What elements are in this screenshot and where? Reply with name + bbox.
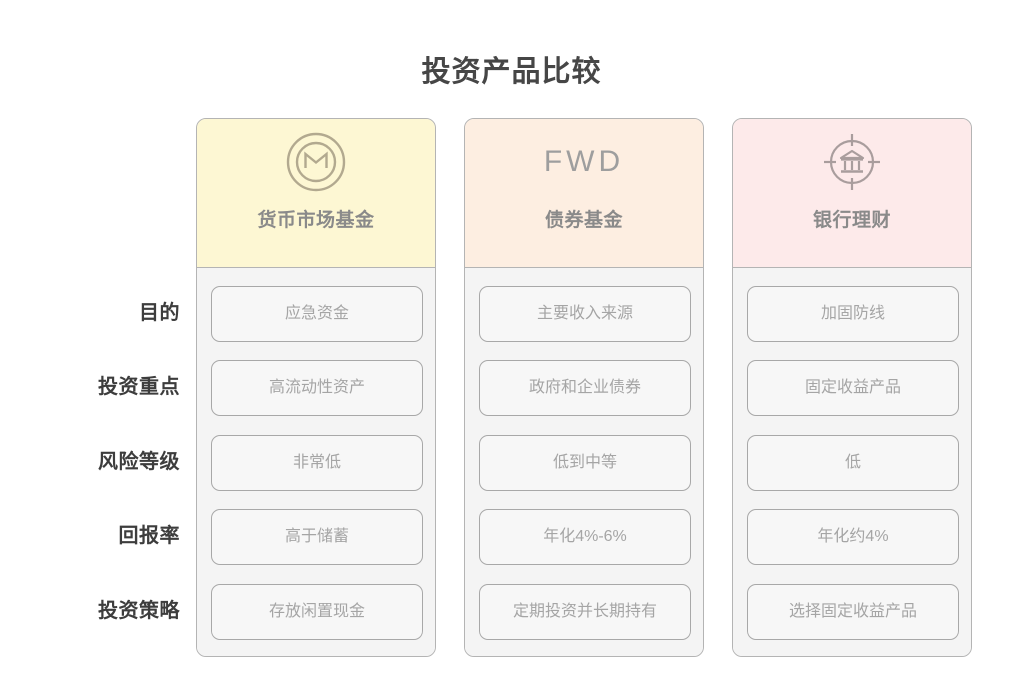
product-card-bank-wealth[interactable]: 银行理财 加固防线 固定收益产品 低 年化约4% 选择固定收益产品 <box>732 118 972 657</box>
cell-bond-fund-risk: 低到中等 <box>479 435 691 491</box>
card-body-bank-wealth: 加固防线 固定收益产品 低 年化约4% 选择固定收益产品 <box>733 268 971 656</box>
row-label-return: 回报率 <box>118 525 180 547</box>
product-card-bond-fund[interactable]: FWD 债券基金 主要收入来源 政府和企业债券 低到中等 年化4%-6% 定期投… <box>464 118 704 657</box>
cell-money-market-risk: 非常低 <box>211 435 423 491</box>
card-title-bank-wealth: 银行理财 <box>812 210 891 231</box>
fwd-logo-text: FWD <box>543 145 625 178</box>
product-card-money-market[interactable]: 货币市场基金 应急资金 高流动性资产 非常低 高于储蓄 存放闲置现金 <box>196 118 436 657</box>
cell-bond-fund-focus: 政府和企业债券 <box>479 360 691 416</box>
row-label-column: 目的 投资重点 风险等级 回报率 投资策略 <box>0 118 180 658</box>
cell-money-market-return: 高于储蓄 <box>211 509 423 565</box>
coin-m-icon <box>285 119 347 205</box>
cell-money-market-purpose: 应急资金 <box>211 286 423 342</box>
row-label-purpose: 目的 <box>139 302 180 324</box>
cell-bond-fund-return: 年化4%-6% <box>479 509 691 565</box>
card-title-money-market: 货币市场基金 <box>257 210 375 231</box>
cell-bond-fund-strategy: 定期投资并长期持有 <box>479 584 691 640</box>
cell-bank-wealth-focus: 固定收益产品 <box>747 360 959 416</box>
bank-target-icon-svg <box>824 134 880 190</box>
row-label-strategy: 投资策略 <box>98 600 180 622</box>
card-title-bond-fund: 债券基金 <box>544 210 623 231</box>
cell-money-market-strategy: 存放闲置现金 <box>211 584 423 640</box>
cell-bond-fund-purpose: 主要收入来源 <box>479 286 691 342</box>
cell-bank-wealth-strategy: 选择固定收益产品 <box>747 584 959 640</box>
card-body-money-market: 应急资金 高流动性资产 非常低 高于储蓄 存放闲置现金 <box>197 268 435 656</box>
cell-bank-wealth-purpose: 加固防线 <box>747 286 959 342</box>
card-header-money-market: 货币市场基金 <box>197 119 435 268</box>
card-header-bond-fund: FWD 债券基金 <box>465 119 703 268</box>
fwd-text-logo: FWD <box>544 119 624 205</box>
coin-m-icon-svg <box>286 132 346 192</box>
cell-money-market-focus: 高流动性资产 <box>211 360 423 416</box>
cell-bank-wealth-risk: 低 <box>747 435 959 491</box>
comparison-board: 目的 投资重点 风险等级 回报率 投资策略 货币市场基金 应急资金 高流动性资产… <box>0 118 1023 658</box>
row-label-focus: 投资重点 <box>98 376 180 398</box>
cell-bank-wealth-return: 年化约4% <box>747 509 959 565</box>
bank-target-icon <box>820 119 884 205</box>
row-label-risk: 风险等级 <box>98 451 180 473</box>
page-title: 投资产品比较 <box>421 56 602 88</box>
card-body-bond-fund: 主要收入来源 政府和企业债券 低到中等 年化4%-6% 定期投资并长期持有 <box>465 268 703 656</box>
card-header-bank-wealth: 银行理财 <box>733 119 971 268</box>
